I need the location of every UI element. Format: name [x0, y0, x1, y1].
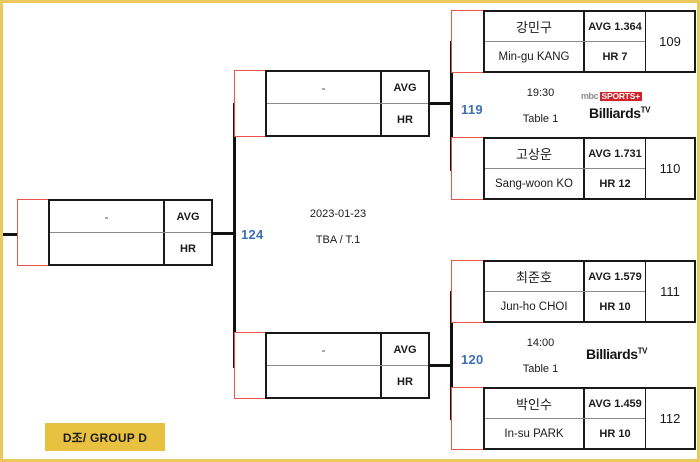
player-109-row-en: Min-gu KANG HR 7	[485, 41, 645, 71]
group-badge: D조/ GROUP D	[45, 423, 165, 451]
semifinal-bottom-player-name-en	[267, 366, 380, 397]
billiards-wordmark-2: Billiards	[586, 346, 638, 362]
billiards-wordmark: Billiards	[589, 105, 641, 121]
semifinal-top-row-bottom: HR	[267, 103, 428, 135]
mbc-wordmark: mbc	[581, 91, 599, 101]
sports-plus-badge: SPORTS+	[599, 91, 643, 101]
semifinal-top-score-box[interactable]	[234, 70, 266, 137]
player-109-name-kr: 강민구	[516, 20, 552, 35]
final-grid: - AVG HR	[48, 199, 213, 266]
player-110-grid: 고상운 AVG 1.731 Sang-woon KO HR 12	[483, 137, 647, 200]
player-112-grid: 박인수 AVG 1.459 In-su PARK HR 10	[483, 387, 647, 450]
player-110-name-en: Sang-woon KO	[495, 177, 573, 190]
player-109-score-box[interactable]	[451, 10, 484, 73]
player-card-112[interactable]: 박인수 AVG 1.459 In-su PARK HR 10	[451, 387, 647, 450]
semifinal-top-avg-label: AVG	[380, 72, 428, 103]
match-124-info: 2023-01-23 TBA / T.1	[273, 208, 403, 246]
match-124-date: 2023-01-23	[309, 208, 367, 220]
player-card-109[interactable]: 강민구 AVG 1.364 Min-gu KANG HR 7	[451, 10, 647, 73]
player-110-row-kr: 고상운 AVG 1.731	[485, 139, 645, 168]
player-112-avg: AVG 1.459	[583, 389, 645, 418]
player-109-grid: 강민구 AVG 1.364 Min-gu KANG HR 7	[483, 10, 647, 73]
semifinal-bottom-score-box[interactable]	[234, 332, 266, 399]
match-120-table: Table 1	[522, 363, 559, 376]
player-112-score-box[interactable]	[451, 387, 484, 450]
semifinal-bottom-grid: - AVG HR	[265, 332, 430, 399]
player-111-row-en: Jun-ho CHOI HR 10	[485, 291, 645, 321]
mbc-sports-plus-logo: mbc SPORTS+	[581, 91, 643, 101]
player-111-grid: 최준호 AVG 1.579 Jun-ho CHOI HR 10	[483, 260, 647, 323]
bracket-line-left-stub	[3, 233, 19, 236]
player-card-111[interactable]: 최준호 AVG 1.579 Jun-ho CHOI HR 10	[451, 260, 647, 323]
semifinal-bottom-row-top: - AVG	[267, 334, 428, 365]
semifinal-top-grid: - AVG HR	[265, 70, 430, 137]
player-110-name-kr: 고상운	[516, 147, 552, 162]
bracket-line-119-out	[429, 102, 453, 105]
match-119-info: 19:30 Table 1	[498, 87, 583, 125]
bracket-line-final-out	[212, 232, 236, 235]
player-111-seed: 111	[646, 260, 696, 323]
bracket-line-119-trunk	[450, 41, 453, 171]
player-110-score-box[interactable]	[451, 137, 484, 200]
player-110-avg: AVG 1.731	[583, 139, 645, 168]
player-109-row-kr: 강민구 AVG 1.364	[485, 12, 645, 41]
player-111-score-box[interactable]	[451, 260, 484, 323]
player-112-name-kr: 박인수	[516, 397, 552, 412]
match-119-table: Table 1	[522, 113, 559, 126]
match-number-124[interactable]: 124	[241, 227, 264, 242]
semifinal-top-player-name: -	[321, 80, 326, 95]
match-119-time: 19:30	[526, 87, 555, 99]
final-placeholder-card[interactable]: - AVG HR	[17, 199, 213, 266]
match-124-venue: TBA / T.1	[315, 234, 361, 247]
player-110-seed: 110	[646, 137, 696, 200]
match-number-119[interactable]: 119	[461, 102, 483, 117]
player-112-row-kr: 박인수 AVG 1.459	[485, 389, 645, 418]
player-111-row-kr: 최준호 AVG 1.579	[485, 262, 645, 291]
bracket-line-124-trunk	[233, 103, 236, 368]
player-109-name-en: Min-gu KANG	[498, 50, 570, 63]
semifinal-top-placeholder-card[interactable]: - AVG HR	[234, 70, 430, 137]
bracket-line-120-trunk	[450, 291, 453, 420]
match-number-120[interactable]: 120	[461, 352, 484, 367]
player-110-hr: HR 12	[583, 169, 645, 198]
player-110-row-en: Sang-woon KO HR 12	[485, 168, 645, 198]
final-player-name-en	[50, 233, 163, 264]
billiards-tv-sup-2: TV	[637, 346, 648, 356]
semifinal-bottom-row-bottom: HR	[267, 365, 428, 397]
semifinal-top-row-top: - AVG	[267, 72, 428, 103]
semifinal-bottom-player-name: -	[321, 342, 326, 357]
player-card-110[interactable]: 고상운 AVG 1.731 Sang-woon KO HR 12	[451, 137, 647, 200]
semifinal-bottom-placeholder-card[interactable]: - AVG HR	[234, 332, 430, 399]
final-row-top: - AVG	[50, 201, 211, 232]
billiards-tv-logo-top: BilliardsTV	[589, 105, 651, 121]
player-111-avg: AVG 1.579	[583, 262, 645, 291]
final-player-name: -	[104, 209, 109, 224]
final-row-bottom: HR	[50, 232, 211, 264]
semifinal-bottom-avg-label: AVG	[380, 334, 428, 365]
player-112-seed: 112	[646, 387, 696, 450]
player-109-hr: HR 7	[583, 42, 645, 71]
player-112-name-en: In-su PARK	[504, 427, 564, 440]
player-111-name-kr: 최준호	[516, 270, 552, 285]
player-111-name-en: Jun-ho CHOI	[500, 300, 568, 313]
match-120-info: 14:00 Table 1	[498, 337, 583, 375]
player-109-avg: AVG 1.364	[583, 12, 645, 41]
semifinal-top-hr-label: HR	[380, 104, 428, 135]
semifinal-bottom-hr-label: HR	[380, 366, 428, 397]
player-111-hr: HR 10	[583, 292, 645, 321]
final-avg-label: AVG	[163, 201, 211, 232]
player-109-seed: 109	[646, 10, 696, 73]
final-score-box[interactable]	[17, 199, 49, 266]
billiards-tv-sup: TV	[640, 105, 651, 115]
billiards-tv-logo-bottom: BilliardsTV	[586, 346, 648, 362]
bracket-line-120-out	[429, 364, 453, 367]
final-hr-label: HR	[163, 233, 211, 264]
player-112-hr: HR 10	[583, 419, 645, 448]
semifinal-top-player-name-en	[267, 104, 380, 135]
player-112-row-en: In-su PARK HR 10	[485, 418, 645, 448]
match-120-time: 14:00	[526, 337, 555, 349]
